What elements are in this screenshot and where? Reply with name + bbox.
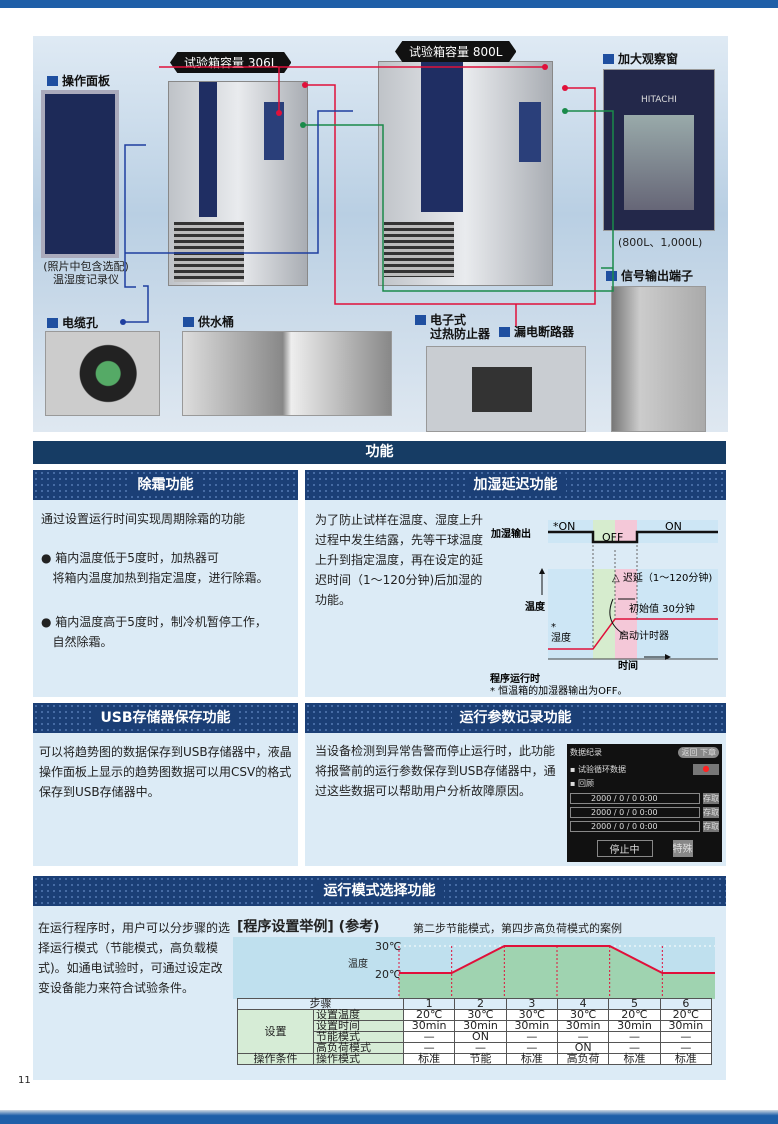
functions-banner: 功能 — [33, 441, 726, 464]
temp-label: 温度 — [525, 600, 546, 613]
section-header: 除霜功能 — [33, 470, 298, 500]
cable-photo — [45, 331, 160, 416]
section-header: 运行模式选择功能 — [33, 876, 726, 906]
recorder-caption: (照片中包含选配)温湿度记录仪 — [43, 260, 129, 286]
humid-delay-section: 加湿延迟功能 为了防止试样在温度、湿度上升过程中发生结露，先等干球温度上升到指定… — [305, 470, 726, 697]
section-header: USB存储器保存功能 — [33, 703, 298, 733]
humidity-label: 湿度 — [551, 631, 571, 644]
on-label: *ON — [553, 520, 575, 533]
label-overheat: 电子式过热防止器 — [415, 313, 490, 341]
humid-output-label: 加湿输出 — [490, 527, 531, 540]
square-bullet-icon — [47, 76, 58, 86]
bottom-bar — [0, 1110, 778, 1124]
timer-label: 启动计时器 — [619, 629, 669, 642]
record-screen: 数据纪录返回 下章 ▪ 试验循环数据● ▪ 回顾 2000 / 0 / 0 0:… — [567, 744, 722, 862]
temperature-profile — [398, 945, 715, 999]
label-signal: 信号输出端子 — [606, 269, 693, 283]
status-display: 停止中 — [596, 840, 653, 857]
y-high-label: 30℃ — [375, 940, 402, 953]
water-tank-photo — [182, 331, 392, 416]
page-number: 11 — [18, 1075, 31, 1086]
step-header: 步骤 — [237, 998, 404, 1010]
defrost-intro: 通过设置运行时间实现周期除霜的功能 — [41, 512, 246, 526]
window-photo: HITACHI — [603, 69, 715, 231]
on-label: ON — [665, 520, 682, 533]
humid-text: 为了防止试样在温度、湿度上升过程中发生结露，先等干球温度上升到指定温度，再在设定… — [315, 513, 484, 607]
profile-line — [399, 945, 715, 974]
special-button[interactable]: 特殊 — [672, 840, 693, 857]
cabinet-306l — [168, 81, 308, 286]
time-label: 时间 — [618, 659, 638, 672]
capacity-tag-800: 试验箱容量 800L — [395, 41, 517, 62]
section-header: 加湿延迟功能 — [305, 470, 726, 500]
label-window: 加大观察窗 — [603, 52, 678, 66]
record-button[interactable]: ● — [693, 764, 719, 775]
save-button[interactable]: 存取 — [703, 793, 719, 804]
delay-label: △ 迟延（1～120分钟) — [612, 571, 712, 584]
usb-section: USB存储器保存功能 可以将趋势图的数据保存到USB存储器中，液晶操作面板上显示… — [33, 703, 298, 866]
y-axis-label: 温度 — [348, 959, 368, 970]
save-button[interactable]: 存取 — [703, 821, 719, 832]
example-subtitle: 第二步节能模式，第四步高负荷模式的案例 — [413, 922, 622, 935]
humid-note: * 恒温箱的加湿器输出为OFF。 — [490, 684, 628, 695]
label-control-panel: 操作面板 — [47, 74, 110, 88]
profile-area — [399, 946, 715, 999]
label-water: 供水桶 — [183, 315, 234, 329]
recorder-photo — [41, 90, 119, 258]
record-text: 当设备检测到异常告警而停止运行时，此功能将报警前的运行参数保存到USB存储器中，… — [315, 744, 556, 798]
humid-delay-diagram: 加湿输出 *ON OFF ON △ 迟延（1～120分钟) 温度 * 湿度 初始… — [490, 520, 718, 695]
return-button[interactable]: 返回 下章 — [678, 747, 719, 758]
program-label: 程序运行时 — [490, 672, 540, 685]
signal-photo — [611, 286, 706, 432]
off-label: OFF — [602, 531, 623, 544]
setting-label: 设置 — [237, 1009, 314, 1054]
mode-text: 在运行程序时，用户可以分步骤的选择运行模式（节能模式，高负载模式)。如通电试验时… — [38, 921, 231, 995]
defrost-section: 除霜功能 通过设置运行时间实现周期除霜的功能 ● 箱内温度低于5度时，加热器可 … — [33, 470, 298, 697]
program-chart: 30℃ 温度 20℃ — [233, 937, 715, 999]
example-title: [程序设置举例] (参考) — [237, 919, 380, 935]
window-caption: (800L、1,000L) — [618, 236, 703, 249]
callout-lines — [120, 64, 614, 326]
record-section: 运行参数记录功能 当设备检测到异常告警而停止运行时，此功能将报警前的运行参数保存… — [305, 703, 726, 866]
save-button[interactable]: 存取 — [703, 807, 719, 818]
top-bar — [0, 0, 778, 8]
defrost-bullet-1: ● 箱内温度低于5度时，加热器可 将箱内温度加热到指定温度，进行除霜。 — [41, 551, 269, 585]
breaker-photo — [426, 346, 586, 432]
defrost-bullet-2: ● 箱内温度高于5度时，制冷机暂停工作， 自然除霜。 — [41, 615, 267, 649]
y-low-label: 20℃ — [375, 968, 402, 981]
section-header: 运行参数记录功能 — [305, 703, 726, 733]
label-cable: 电缆孔 — [47, 316, 98, 330]
product-photo-area: 试验箱容量 306L 试验箱容量 800L 操作面板 (照片中包含选配)温湿度记… — [33, 36, 728, 432]
label-breaker: 漏电断路器 — [499, 325, 574, 339]
asterisk: * — [551, 622, 556, 633]
usb-text: 可以将趋势图的数据保存到USB存储器中，液晶操作面板上显示的趋势图数据可以用CS… — [39, 745, 292, 799]
initial-value-label: 初始值 30分钟 — [629, 602, 695, 615]
